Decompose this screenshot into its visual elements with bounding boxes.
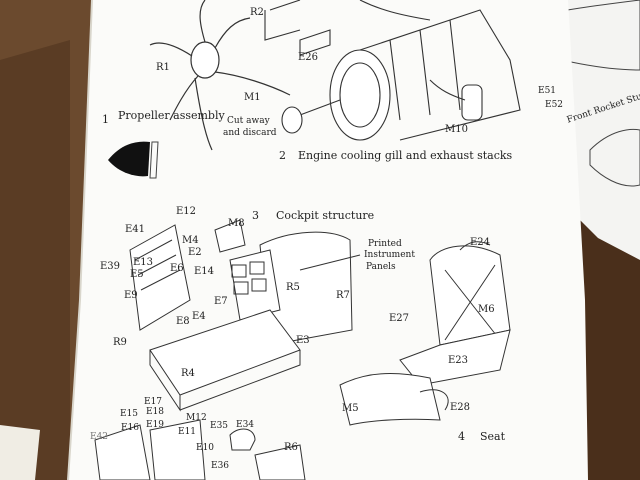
part-label: R7 (336, 290, 350, 301)
part-label: E51 (538, 86, 557, 96)
part-label: E17 (144, 397, 163, 407)
part-label: E18 (146, 407, 165, 417)
part-label: E15 (120, 409, 139, 419)
part-label: E26 (298, 52, 319, 63)
part-label: E5 (130, 269, 144, 280)
part-label: E11 (178, 427, 197, 437)
part-label: M6 (478, 304, 495, 315)
panel-note: Instrument (364, 250, 415, 260)
part-label: E41 (125, 224, 146, 235)
propeller-drawing (149, 0, 291, 151)
step-number: 2 (279, 149, 286, 162)
part-label: E28 (450, 402, 471, 413)
engine-drawing (264, 0, 521, 141)
part-label: E39 (100, 261, 121, 272)
panel-note: Printed (368, 239, 402, 249)
part-label: E7 (214, 296, 228, 307)
part-label: E3 (296, 335, 310, 346)
step-caption: Cockpit structure (276, 209, 375, 222)
part-label: E2 (188, 247, 202, 258)
part-label: R2 (250, 7, 264, 18)
spinner-part (108, 141, 150, 177)
part-label: M10 (445, 124, 468, 135)
step-caption: Propeller assembly (118, 109, 225, 122)
step-caption: Engine cooling gill and exhaust stacks (298, 149, 513, 162)
step5-drawing (94, 419, 306, 480)
part-label: E34 (236, 420, 255, 430)
step-number: 4 (458, 430, 465, 443)
step-number: 1 (102, 113, 109, 126)
part-label: E14 (194, 266, 215, 277)
part-label: E24 (470, 237, 491, 248)
part-label: E52 (545, 100, 564, 110)
part-label: R4 (181, 368, 195, 379)
part-label: E13 (133, 257, 154, 268)
cockpit-drawing (129, 219, 361, 412)
part-label: R5 (286, 282, 300, 293)
step-caption: Seat (480, 430, 506, 443)
part-label: E9 (124, 290, 138, 301)
part-label: E16 (121, 423, 140, 433)
part-label: M8 (228, 218, 245, 229)
cut-note: Cut away (227, 116, 270, 126)
part-label: R1 (156, 62, 170, 73)
part-label: E10 (196, 443, 215, 453)
part-label: E4 (192, 311, 206, 322)
corner-paper (0, 425, 40, 480)
part-label: M12 (186, 413, 207, 423)
part-label: M1 (244, 92, 261, 103)
part-label: E42 (90, 432, 109, 442)
part-label: E6 (170, 263, 184, 274)
part-label: M5 (342, 403, 359, 414)
part-label: E35 (210, 421, 229, 431)
part-label: E23 (448, 355, 469, 366)
part-label: E12 (176, 206, 197, 217)
part-label: R6 (284, 442, 298, 453)
seat-drawing (339, 241, 511, 426)
cut-note: and discard (223, 128, 277, 138)
panel-note: Panels (366, 262, 396, 272)
step-number: 3 (252, 209, 259, 222)
part-label: R9 (113, 337, 127, 348)
part-label: E36 (211, 461, 230, 471)
part-label: E19 (146, 420, 165, 430)
part-label: M4 (182, 235, 199, 246)
part-label: E8 (176, 316, 190, 327)
part-label: E27 (389, 313, 410, 324)
